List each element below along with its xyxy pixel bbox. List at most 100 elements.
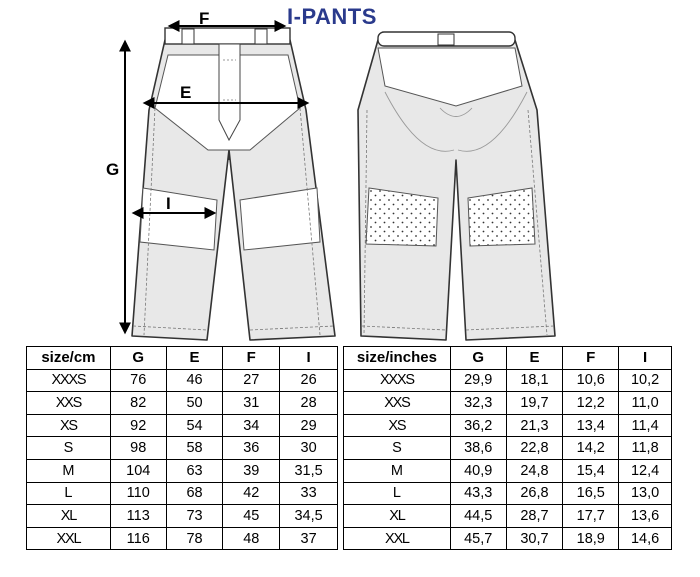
i-cell: 11,4: [618, 413, 672, 438]
e-cell: 28,7: [505, 504, 564, 528]
g-cell: 32,3: [449, 391, 507, 415]
e-cell: 78: [165, 526, 224, 551]
g-cell: 110: [109, 481, 167, 506]
label-e: E: [180, 83, 192, 102]
f-cell: 27: [222, 368, 281, 393]
g-cell: 36,2: [449, 413, 507, 438]
size-cell: S: [26, 436, 111, 460]
f-cell: 14,2: [562, 436, 620, 460]
header-f: F: [562, 346, 620, 370]
g-cell: 44,5: [449, 504, 507, 528]
label-i: I: [166, 194, 171, 213]
header-f: F: [222, 346, 281, 370]
f-cell: 15,4: [562, 458, 620, 483]
f-cell: 16,5: [562, 481, 620, 506]
f-cell: 39: [222, 458, 281, 483]
g-cell: 45,7: [449, 526, 507, 551]
i-cell: 12,4: [618, 458, 672, 483]
f-cell: 10,6: [562, 368, 620, 393]
f-cell: 13,4: [562, 413, 620, 438]
label-g: G: [106, 160, 120, 179]
i-cell: 28: [279, 391, 338, 415]
e-cell: 18,1: [505, 368, 564, 393]
back-view: [357, 31, 556, 341]
g-cell: 116: [109, 526, 167, 551]
size-cell: L: [343, 481, 451, 506]
e-cell: 30,7: [505, 526, 564, 551]
header-size: size/inches: [343, 346, 451, 370]
front-view: [131, 27, 336, 341]
e-cell: 58: [165, 436, 224, 460]
size-cell: M: [26, 458, 111, 483]
g-cell: 43,3: [449, 481, 507, 506]
size-cell: XXS: [26, 391, 111, 415]
header-i: I: [279, 346, 338, 370]
i-cell: 13,0: [618, 481, 672, 506]
g-cell: 104: [109, 458, 167, 483]
i-cell: 31,5: [279, 458, 338, 483]
size-cell: L: [26, 481, 111, 506]
i-cell: 10,2: [618, 368, 672, 393]
g-cell: 98: [109, 436, 167, 460]
size-cell: XXL: [26, 526, 111, 551]
header-e: E: [165, 346, 224, 370]
e-cell: 19,7: [505, 391, 564, 415]
e-cell: 24,8: [505, 458, 564, 483]
f-cell: 12,2: [562, 391, 620, 415]
g-cell: 40,9: [449, 458, 507, 483]
i-cell: 11,8: [618, 436, 672, 460]
e-cell: 63: [165, 458, 224, 483]
i-cell: 11,0: [618, 391, 672, 415]
i-cell: 29: [279, 413, 338, 438]
i-cell: 34,5: [279, 504, 338, 528]
g-cell: 113: [109, 504, 167, 528]
size-cell: XL: [343, 504, 451, 528]
g-cell: 29,9: [449, 368, 507, 393]
header-size: size/cm: [26, 346, 111, 370]
e-cell: 68: [165, 481, 224, 506]
size-cell: XS: [343, 413, 451, 438]
f-cell: 17,7: [562, 504, 620, 528]
header-i: I: [618, 346, 672, 370]
header-e: E: [505, 346, 564, 370]
i-cell: 26: [279, 368, 338, 393]
g-cell: 76: [109, 368, 167, 393]
f-cell: 34: [222, 413, 281, 438]
f-cell: 36: [222, 436, 281, 460]
size-cell: XXL: [343, 526, 451, 551]
e-cell: 26,8: [505, 481, 564, 506]
size-cell: M: [343, 458, 451, 483]
table-header-row: size/cm G E F I: [26, 346, 338, 370]
g-cell: 38,6: [449, 436, 507, 460]
i-cell: 13,6: [618, 504, 672, 528]
size-cell: XS: [26, 413, 111, 438]
f-cell: 48: [222, 526, 281, 551]
e-cell: 21,3: [505, 413, 564, 438]
f-cell: 45: [222, 504, 281, 528]
g-cell: 82: [109, 391, 167, 415]
i-cell: 33: [279, 481, 338, 506]
header-g: G: [109, 346, 167, 370]
e-cell: 73: [165, 504, 224, 528]
header-g: G: [449, 346, 507, 370]
f-cell: 31: [222, 391, 281, 415]
table-header-row: size/inches G E F I: [343, 346, 672, 370]
product-title: I-PANTS: [287, 4, 377, 29]
f-cell: 18,9: [562, 526, 620, 551]
